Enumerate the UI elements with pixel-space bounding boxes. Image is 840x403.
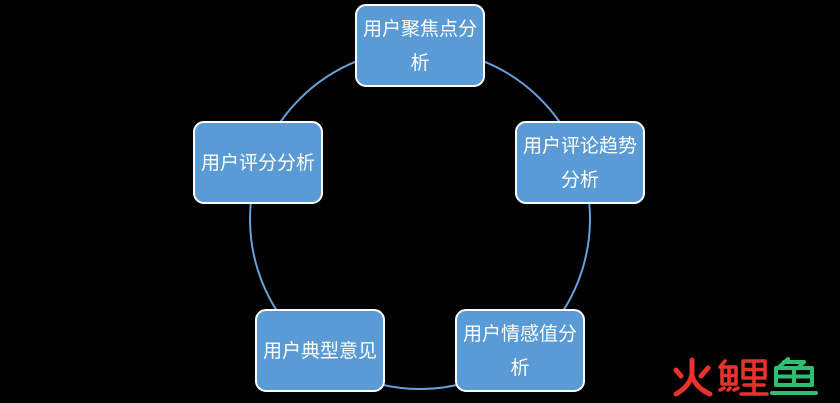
- node-user-sentiment-analysis: 用户情感值分析: [455, 309, 585, 392]
- logo-char-yu: [770, 357, 818, 395]
- node-label: 用户聚焦点分析: [362, 17, 477, 74]
- node-user-typical-opinions: 用户典型意见: [255, 309, 385, 392]
- node-label: 用户评分分析: [200, 151, 315, 174]
- node-user-rating-analysis: 用户评分分析: [193, 121, 323, 204]
- node-label: 用户典型意见: [262, 339, 377, 362]
- huoliyu-logo: [673, 357, 818, 397]
- node-label: 用户评论趋势分析: [522, 134, 637, 191]
- logo-char-huo: [673, 357, 713, 397]
- node-user-focus-analysis: 用户聚焦点分析: [355, 4, 485, 87]
- node-label: 用户情感值分析: [462, 322, 577, 379]
- node-user-comment-trend-analysis: 用户评论趋势分析: [515, 121, 645, 204]
- logo-char-li: [718, 359, 769, 396]
